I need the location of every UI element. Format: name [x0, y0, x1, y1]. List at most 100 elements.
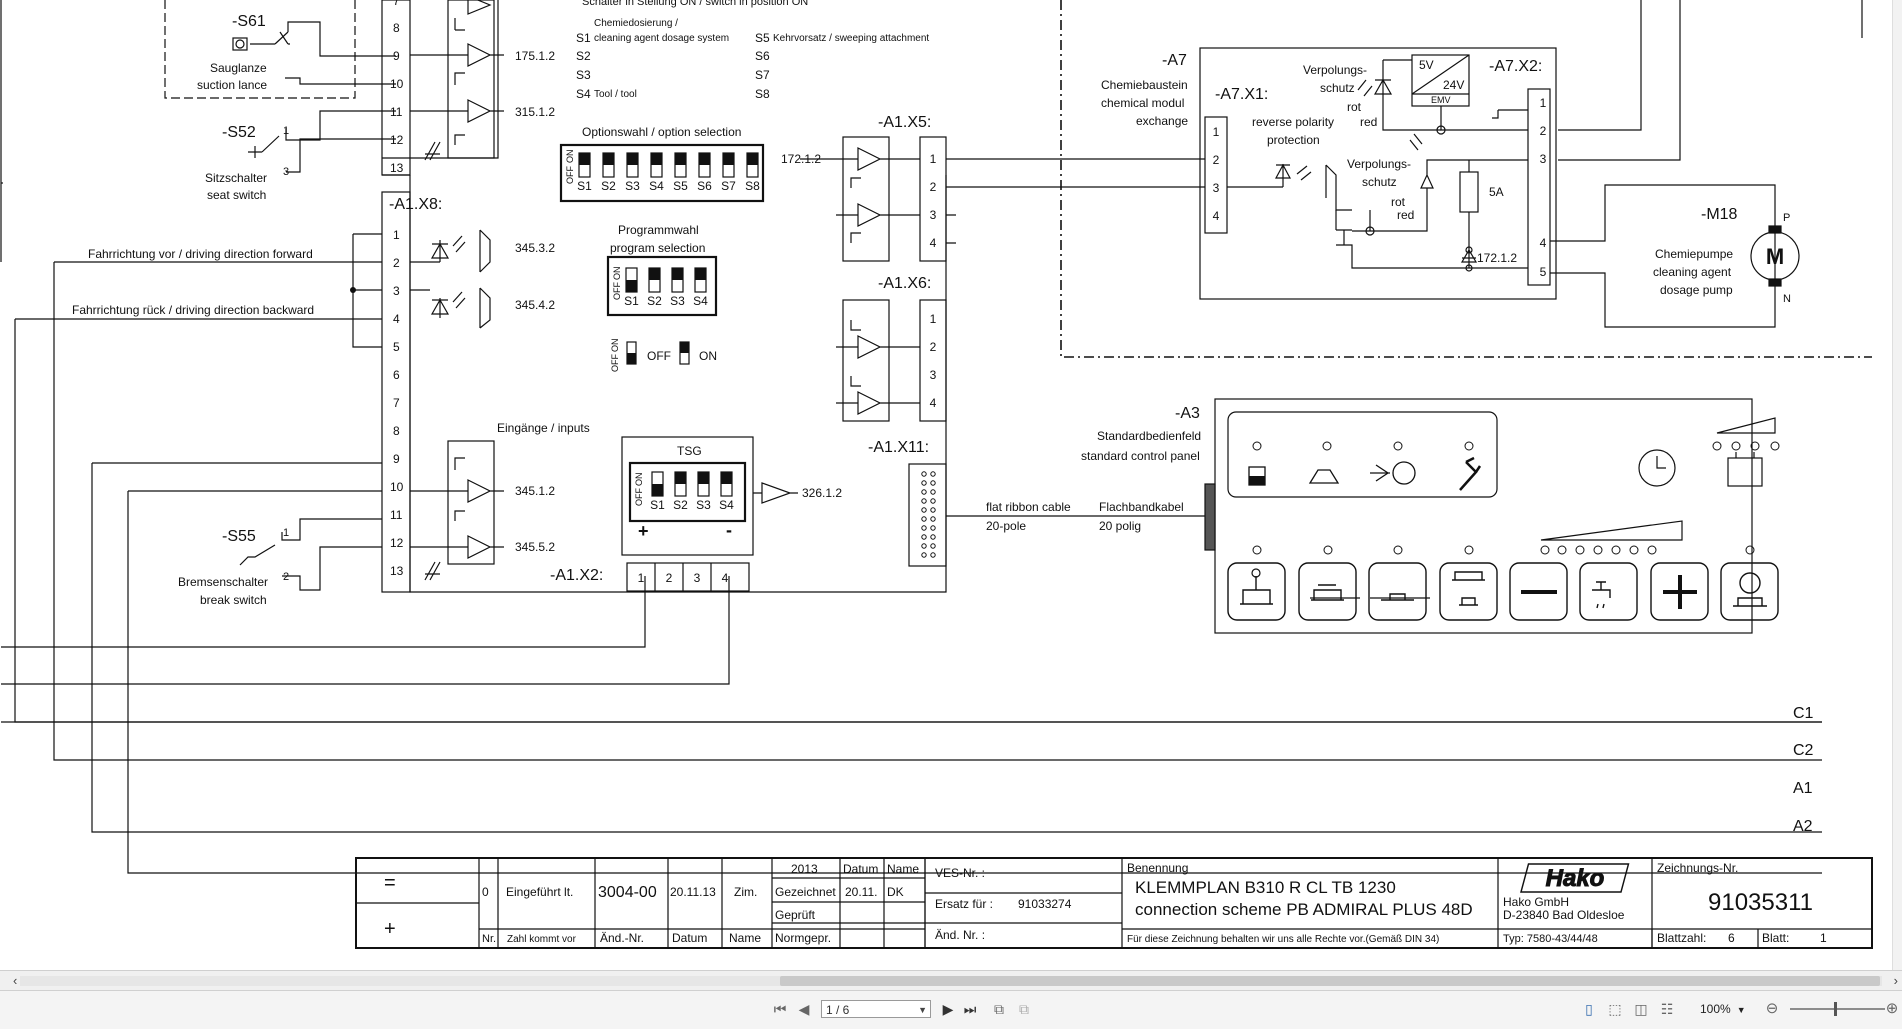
svg-text:OFF: OFF [612, 282, 622, 300]
dip-label: S3 [696, 498, 711, 512]
zoom-out-icon[interactable]: ⊖ [1765, 1000, 1779, 1017]
x2-pins: 1 2 3 4 [638, 571, 729, 585]
panel-key [1509, 562, 1568, 621]
svg-text:flat ribbon cable: flat ribbon cable [986, 500, 1071, 514]
s52-ref: -S52 [222, 124, 256, 141]
svg-text:exchange: exchange [1136, 114, 1188, 128]
svg-text:3: 3 [283, 166, 289, 178]
two-page-view-icon[interactable]: ◫ [1634, 1001, 1648, 1017]
svg-text:12: 12 [390, 133, 404, 147]
scroll-right-icon[interactable]: › [1893, 973, 1898, 988]
ribbon-pin [930, 543, 936, 549]
svg-text:172.1.2: 172.1.2 [1477, 251, 1517, 265]
svg-text:dosage pump: dosage pump [1660, 283, 1733, 297]
svg-text:3: 3 [1540, 152, 1547, 166]
previous-page-icon[interactable]: ◀ [798, 1001, 810, 1017]
svg-text:Verpolungs-: Verpolungs- [1347, 157, 1411, 171]
svg-text:Name: Name [887, 862, 919, 876]
switch-legend: Chemiedosierung / S1 cleaning agent dosa… [576, 18, 929, 101]
zoom-in-icon[interactable]: ⊕ [1885, 1000, 1899, 1017]
ribbon-pin [921, 534, 927, 540]
svg-text:5A: 5A [1489, 185, 1504, 199]
svg-text:C2: C2 [1793, 742, 1814, 759]
single-page-view-icon[interactable]: ▯ [1585, 1001, 1593, 1017]
svg-text:24V: 24V [1443, 78, 1464, 92]
continuous-view-icon[interactable]: ⬚ [1608, 1001, 1622, 1017]
svg-text:Änd.-Nr.: Änd.-Nr. [600, 931, 644, 945]
svg-text:C1: C1 [1793, 705, 1814, 722]
vertical-scrollbar[interactable] [1892, 0, 1902, 970]
zoom-slider-knob[interactable] [1834, 1002, 1837, 1016]
dip-lever [651, 153, 662, 165]
svg-text:protection: protection [1267, 133, 1320, 147]
svg-text:OFF: OFF [565, 166, 575, 184]
tsg-label: TSG [677, 444, 702, 458]
svg-text:5: 5 [393, 340, 400, 354]
a7-ref: -A7 [1162, 52, 1187, 69]
panel-led [1750, 441, 1760, 451]
svg-text:1: 1 [393, 228, 400, 242]
ribbon-pin [921, 516, 927, 522]
x11-ribbon-connector [921, 471, 936, 558]
dip-lever [652, 484, 663, 496]
a7x2-pins: 1 2 3 4 5 [1540, 96, 1547, 279]
s55-label-en: break switch [200, 593, 267, 607]
svg-text:M: M [1766, 244, 1784, 269]
dip-lever [675, 153, 686, 165]
svg-text:S1: S1 [576, 31, 591, 45]
svg-text:1: 1 [1820, 931, 1827, 945]
page-paste-icon[interactable]: ⧉ [1019, 1001, 1029, 1017]
s55-label-de: Bremsenschalter [178, 575, 268, 589]
svg-text:1: 1 [930, 312, 937, 326]
svg-text:S2: S2 [576, 49, 591, 63]
svg-text:ON: ON [612, 267, 622, 281]
panel-led [1575, 545, 1585, 555]
page-number-field[interactable]: 1 / 6▼ [821, 1000, 931, 1018]
svg-text:Chemiepumpe: Chemiepumpe [1655, 247, 1733, 261]
panel-led [1252, 545, 1262, 555]
svg-text:1: 1 [283, 527, 289, 539]
zoom-select[interactable]: 100%▼ [1700, 1002, 1746, 1016]
svg-text:345.4.2: 345.4.2 [515, 298, 555, 312]
svg-text:2: 2 [930, 180, 937, 194]
first-page-icon[interactable]: ⏮ [773, 1001, 787, 1017]
svg-text:Zeichnungs-Nr.: Zeichnungs-Nr. [1657, 861, 1738, 875]
dip-lever [721, 472, 732, 484]
panel-led [1464, 545, 1474, 555]
s61-label-en: suction lance [197, 78, 267, 92]
svg-text:3: 3 [694, 571, 701, 585]
page-copy-icon[interactable]: ⧉ [994, 1001, 1004, 1017]
x6-connector-label: -A1.X6: [878, 275, 931, 292]
svg-text:2: 2 [393, 256, 400, 270]
svg-text:6: 6 [1728, 931, 1735, 945]
panel-led [1322, 441, 1332, 451]
panel-key [1720, 562, 1779, 621]
svg-text:3: 3 [930, 368, 937, 382]
dip-label: S1 [624, 294, 639, 308]
svg-text:Hako GmbH: Hako GmbH [1503, 895, 1569, 909]
zoom-slider[interactable] [1790, 1002, 1885, 1016]
svg-text:red: red [1397, 208, 1414, 222]
vacuum-icon [1392, 461, 1416, 485]
panel-led [1393, 545, 1403, 555]
two-page-continuous-icon[interactable]: ☷ [1660, 1001, 1674, 1017]
scroll-left-icon[interactable]: ‹ [13, 973, 18, 988]
ribbon-pin [921, 471, 927, 477]
panel-led [1629, 545, 1639, 555]
dip-label: S2 [601, 179, 616, 193]
svg-text:1: 1 [638, 571, 645, 585]
scroll-thumb[interactable] [780, 976, 1880, 986]
next-page-icon[interactable]: ▶ [942, 1001, 954, 1017]
chevron-down-icon[interactable]: ▼ [918, 1005, 927, 1015]
s61-ref: -S61 [232, 13, 266, 30]
svg-text:S5: S5 [755, 31, 770, 45]
ribbon-pin [921, 543, 927, 549]
scroll-track[interactable] [20, 976, 1882, 986]
svg-text:8: 8 [393, 424, 400, 438]
svg-text:326.1.2: 326.1.2 [802, 486, 842, 500]
panel-led [1712, 441, 1722, 451]
svg-text:+: + [638, 521, 649, 541]
horizontal-scrollbar[interactable]: ‹ › [0, 970, 1902, 991]
last-page-icon[interactable]: ⏭ [963, 1001, 977, 1017]
